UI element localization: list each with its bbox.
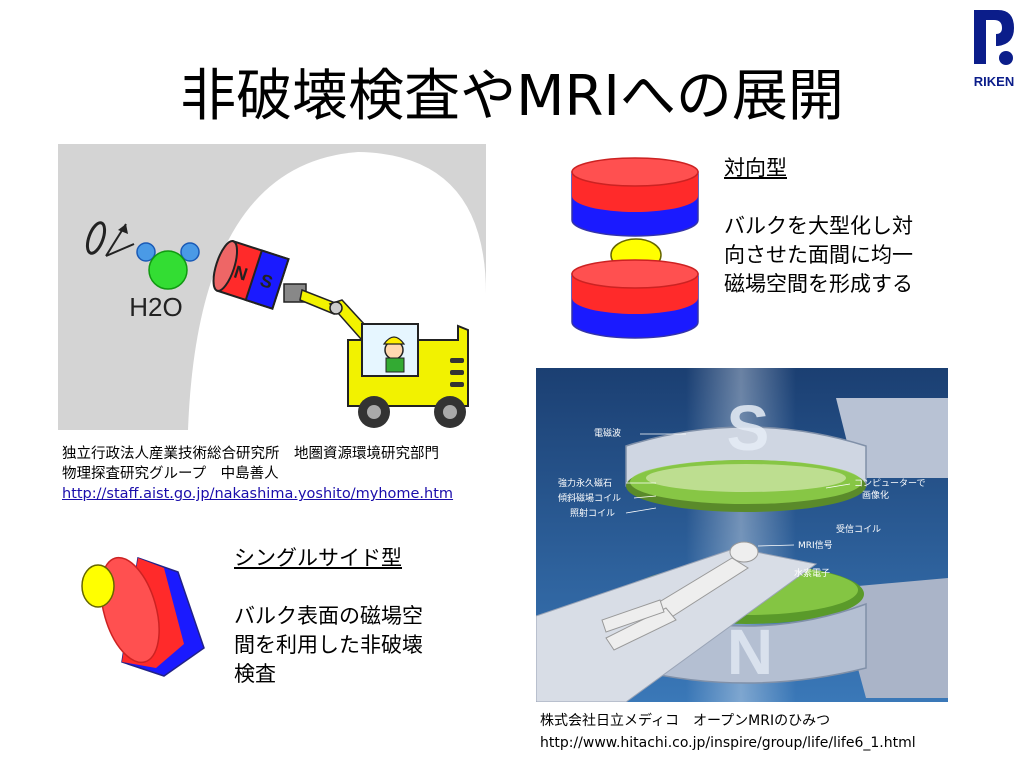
magnet-s-label: S — [258, 270, 276, 293]
label-gradient-coil: 傾斜磁場コイル — [558, 492, 621, 504]
facing-magnets-figure — [571, 157, 699, 339]
hitachi-credit-line1: 株式会社日立メディコ オープンMRIのひみつ — [540, 713, 831, 729]
facing-description: 対向型 バルクを大型化し対 向させた面間に均一 磁場空間を形成する — [724, 154, 913, 299]
facing-line-2: 向させた面間に均一 — [724, 243, 913, 267]
hitachi-credit-url: http://www.hitachi.co.jp/inspire/group/l… — [540, 735, 916, 751]
facing-heading: 対向型 — [724, 156, 787, 180]
ndt-illustration: H2O N S — [58, 144, 486, 430]
pole-n-label: N — [727, 616, 773, 688]
riken-logo: RIKEN — [974, 10, 1014, 89]
aist-link[interactable]: http://staff.aist.go.jp/nakashima.yoshit… — [62, 486, 454, 502]
single-line-2: 間を利用した非破壊 — [234, 633, 423, 657]
label-hydrogen: 水素電子 — [794, 567, 830, 579]
pole-s-label: S — [727, 392, 770, 464]
patient-figure — [601, 541, 759, 651]
logo-text: RIKEN — [974, 74, 1014, 89]
single-heading: シングルサイド型 — [234, 546, 402, 570]
single-description: シングルサイド型 バルク表面の磁場空 間を利用した非破壊 検査 — [234, 544, 423, 689]
water-molecule: H2O — [85, 221, 200, 322]
aist-credit-line1: 独立行政法人産業技術総合研究所 地圏資源環境研究部門 — [62, 446, 439, 462]
slide-title: 非破壊検査やMRIへの展開 — [180, 64, 844, 129]
single-line-3: 検査 — [234, 662, 276, 686]
aist-credit-line2: 物理探査研究グループ 中島善人 — [62, 466, 279, 482]
hitachi-credit: 株式会社日立メディコ オープンMRIのひみつ http://www.hitach… — [540, 710, 916, 754]
open-mri-illustration: S N 電磁波 強力永久磁石 傾斜磁場コイル 照射コイル コンピューターで 画像… — [536, 368, 948, 702]
top-magnet — [571, 157, 699, 237]
facing-line-1: バルクを大型化し対 — [724, 214, 913, 238]
label-transmit-coil: 照射コイル — [570, 507, 615, 519]
sensor-magnet: N S — [212, 239, 290, 310]
label-mri-signal: MRI信号 — [798, 539, 833, 551]
h2o-label: H2O — [129, 292, 182, 322]
label-permanent-magnet: 強力永久磁石 — [558, 477, 612, 489]
single-magnet — [100, 556, 205, 677]
excavator — [283, 283, 469, 428]
facing-line-3: 磁場空間を形成する — [724, 272, 913, 296]
magnet-n-label: N — [232, 262, 251, 285]
single-line-1: バルク表面の磁場空 — [234, 604, 423, 628]
label-computer: コンピューターで — [854, 478, 925, 489]
bottom-magnet — [571, 259, 699, 339]
sample-ellipse-single — [81, 564, 115, 608]
single-side-magnet-figure — [81, 556, 205, 677]
label-em-wave: 電磁波 — [594, 427, 621, 439]
label-imaging: 画像化 — [862, 489, 889, 501]
aist-credit: 独立行政法人産業技術総合研究所 地圏資源環境研究部門 物理探査研究グループ 中島… — [62, 444, 453, 504]
label-receive-coil: 受信コイル — [836, 523, 881, 535]
